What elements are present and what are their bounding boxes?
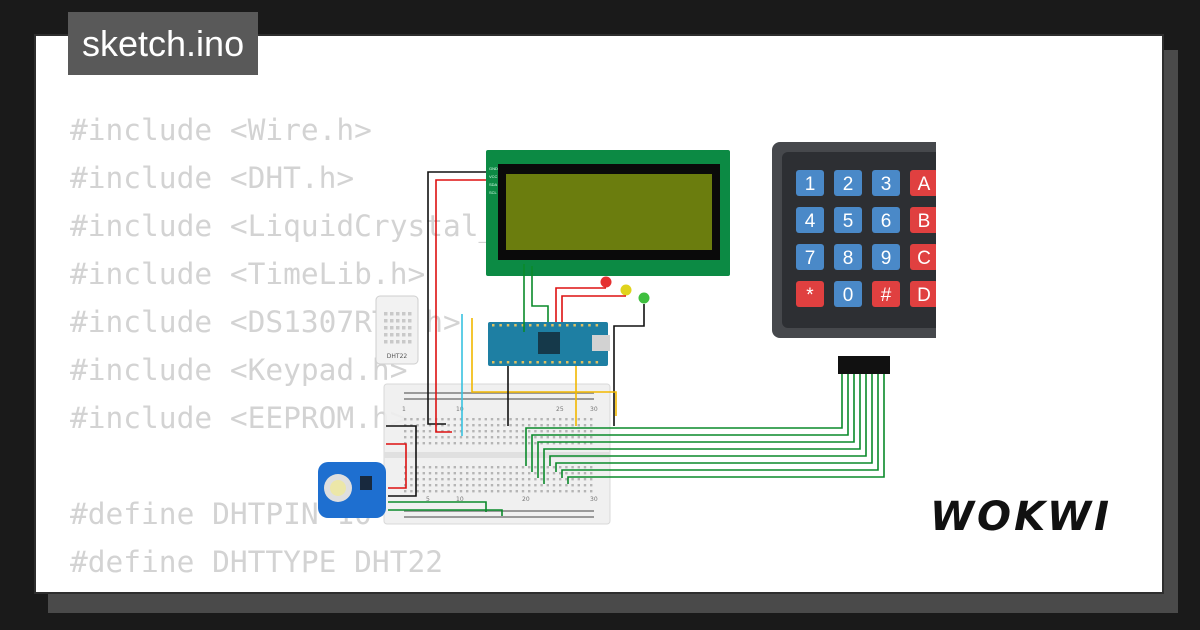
rtc-module	[318, 462, 386, 518]
svg-text:2: 2	[843, 174, 854, 195]
green-led	[638, 292, 650, 304]
leds	[600, 276, 650, 304]
svg-text:C: C	[917, 248, 931, 269]
svg-text:0: 0	[843, 285, 854, 306]
code-line: #include <TimeLib.h>	[70, 257, 426, 291]
wires	[386, 171, 885, 516]
svg-text:9: 9	[881, 248, 892, 269]
svg-text:#: #	[881, 285, 892, 306]
file-tab[interactable]: sketch.ino	[68, 12, 259, 75]
svg-text:A: A	[918, 174, 931, 195]
svg-text:D: D	[917, 285, 931, 306]
code-line: #define DHTPIN 10	[70, 497, 372, 531]
breadboard-number: 25	[556, 406, 564, 413]
keypad-key: A	[910, 170, 936, 196]
circuit-diagram: 1 10 25 30 5 10 20 30 GND VCC SDA SCL D	[318, 142, 936, 525]
arduino-nano	[488, 322, 610, 366]
code-line: #include <EEPROM.h>	[70, 401, 408, 435]
keypad-key: B	[910, 207, 936, 233]
dht22-sensor: DHT22	[375, 295, 419, 365]
code-line: #include <DHT.h>	[70, 161, 355, 195]
keypad-key: #	[872, 281, 900, 307]
keypad-key: 5	[834, 207, 862, 233]
code-line: #define DHTTYPE DHT22	[70, 545, 443, 579]
code-preview: #include <Wire.h> #include <DHT.h> #incl…	[70, 106, 603, 586]
keypad: 1 2 3 A 4 5 6 B 7 8 9 C * 0 # D	[772, 142, 936, 374]
lcd-pin-label: VCC	[489, 174, 498, 179]
code-line: #include <Wire.h>	[70, 113, 372, 147]
breadboard-number: 10	[456, 406, 464, 413]
svg-text:7: 7	[805, 248, 816, 269]
lcd-pin-label: SDA	[489, 182, 498, 187]
yellow-led	[620, 284, 632, 296]
keypad-key: *	[796, 281, 824, 307]
red-led	[600, 276, 612, 288]
svg-text:*: *	[806, 285, 814, 306]
breadboard-number: 30	[590, 406, 598, 413]
svg-text:4: 4	[805, 211, 816, 232]
keypad-key: 9	[872, 244, 900, 270]
lcd-display: GND VCC SDA SCL	[486, 150, 730, 276]
wokwi-logo[interactable]: WOKWI	[929, 494, 1112, 540]
keypad-key: D	[910, 281, 936, 307]
keypad-key: C	[910, 244, 936, 270]
breadboard: 1 10 25 30 5 10 20 30	[383, 383, 611, 525]
keypad-key: 2	[834, 170, 862, 196]
svg-text:3: 3	[881, 174, 892, 195]
breadboard-number: 10	[456, 496, 464, 503]
keypad-key: 4	[796, 207, 824, 233]
svg-text:5: 5	[843, 211, 854, 232]
svg-text:8: 8	[843, 248, 854, 269]
svg-text:6: 6	[881, 211, 892, 232]
keypad-key: 1	[796, 170, 824, 196]
keypad-key: 7	[796, 244, 824, 270]
lcd-pin-label: GND	[489, 166, 498, 171]
code-line: #include <DS1307RTC.h>	[70, 305, 461, 339]
dht22-label: DHT22	[387, 353, 408, 360]
svg-text:1: 1	[805, 174, 816, 195]
svg-text:B: B	[918, 211, 931, 232]
lcd-pin-label: SCL	[489, 190, 498, 195]
project-preview-card[interactable]: #include <Wire.h> #include <DHT.h> #incl…	[34, 34, 1164, 594]
keypad-key: 8	[834, 244, 862, 270]
breadboard-number: 20	[522, 496, 530, 503]
keypad-key: 0	[834, 281, 862, 307]
breadboard-number: 5	[426, 496, 430, 503]
breadboard-number: 1	[402, 406, 406, 413]
keypad-key: 6	[872, 207, 900, 233]
breadboard-number: 30	[590, 496, 598, 503]
keypad-key: 3	[872, 170, 900, 196]
